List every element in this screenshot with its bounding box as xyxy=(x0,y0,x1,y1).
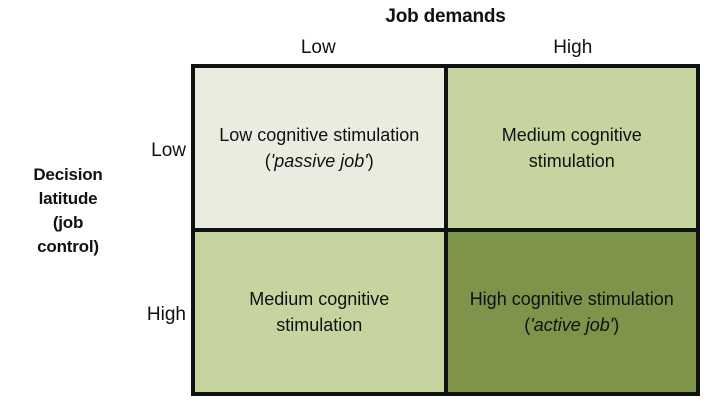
quadrant-text-prefix: High cognitive stimulation ( xyxy=(469,289,674,335)
quadrant-high-control-low-demands: Medium cognitive stimulation xyxy=(195,232,444,392)
quadrant-text-suffix: ) xyxy=(367,151,374,171)
column-header-high: High xyxy=(553,37,593,58)
row-header-high: High xyxy=(146,304,186,325)
quadrant-label: Medium cognitive stimulation xyxy=(211,286,428,338)
quadrant-text-emphasis: 'passive job' xyxy=(270,151,368,171)
row-axis-title-line-3: (job xyxy=(52,213,84,232)
quadrant-text-prefix: Low cognitive stimulation ( xyxy=(219,125,420,171)
row-axis-title: Decision latitude (job control) xyxy=(8,163,128,259)
quadrant-text-prefix: Medium cognitive stimulation xyxy=(501,125,642,171)
quadrant-matrix: Low cognitive stimulation ('passive job'… xyxy=(191,64,700,396)
quadrant-label: High cognitive stimulation ('active job'… xyxy=(464,286,681,338)
quadrant-label: Medium cognitive stimulation xyxy=(464,122,681,174)
quadrant-high-control-high-demands: High cognitive stimulation ('active job'… xyxy=(447,232,696,392)
quadrant-text-prefix: Medium cognitive stimulation xyxy=(249,289,390,335)
column-axis-title: Job demands xyxy=(385,6,506,27)
quadrant-text-suffix: ) xyxy=(613,315,620,335)
quadrant-text-emphasis: 'active job' xyxy=(530,315,614,335)
quadrant-low-control-low-demands: Low cognitive stimulation ('passive job'… xyxy=(195,68,444,228)
row-axis-title-line-2: latitude xyxy=(38,189,98,208)
column-headers: Low High xyxy=(191,36,700,63)
column-header-low: Low xyxy=(300,37,336,58)
row-header-low: Low xyxy=(151,140,186,161)
row-axis-title-line-1: Decision xyxy=(33,165,103,184)
quadrant-label: Low cognitive stimulation ('passive job'… xyxy=(211,122,428,174)
quadrant-low-control-high-demands: Medium cognitive stimulation xyxy=(447,68,696,228)
row-axis-title-line-4: control) xyxy=(37,237,99,256)
